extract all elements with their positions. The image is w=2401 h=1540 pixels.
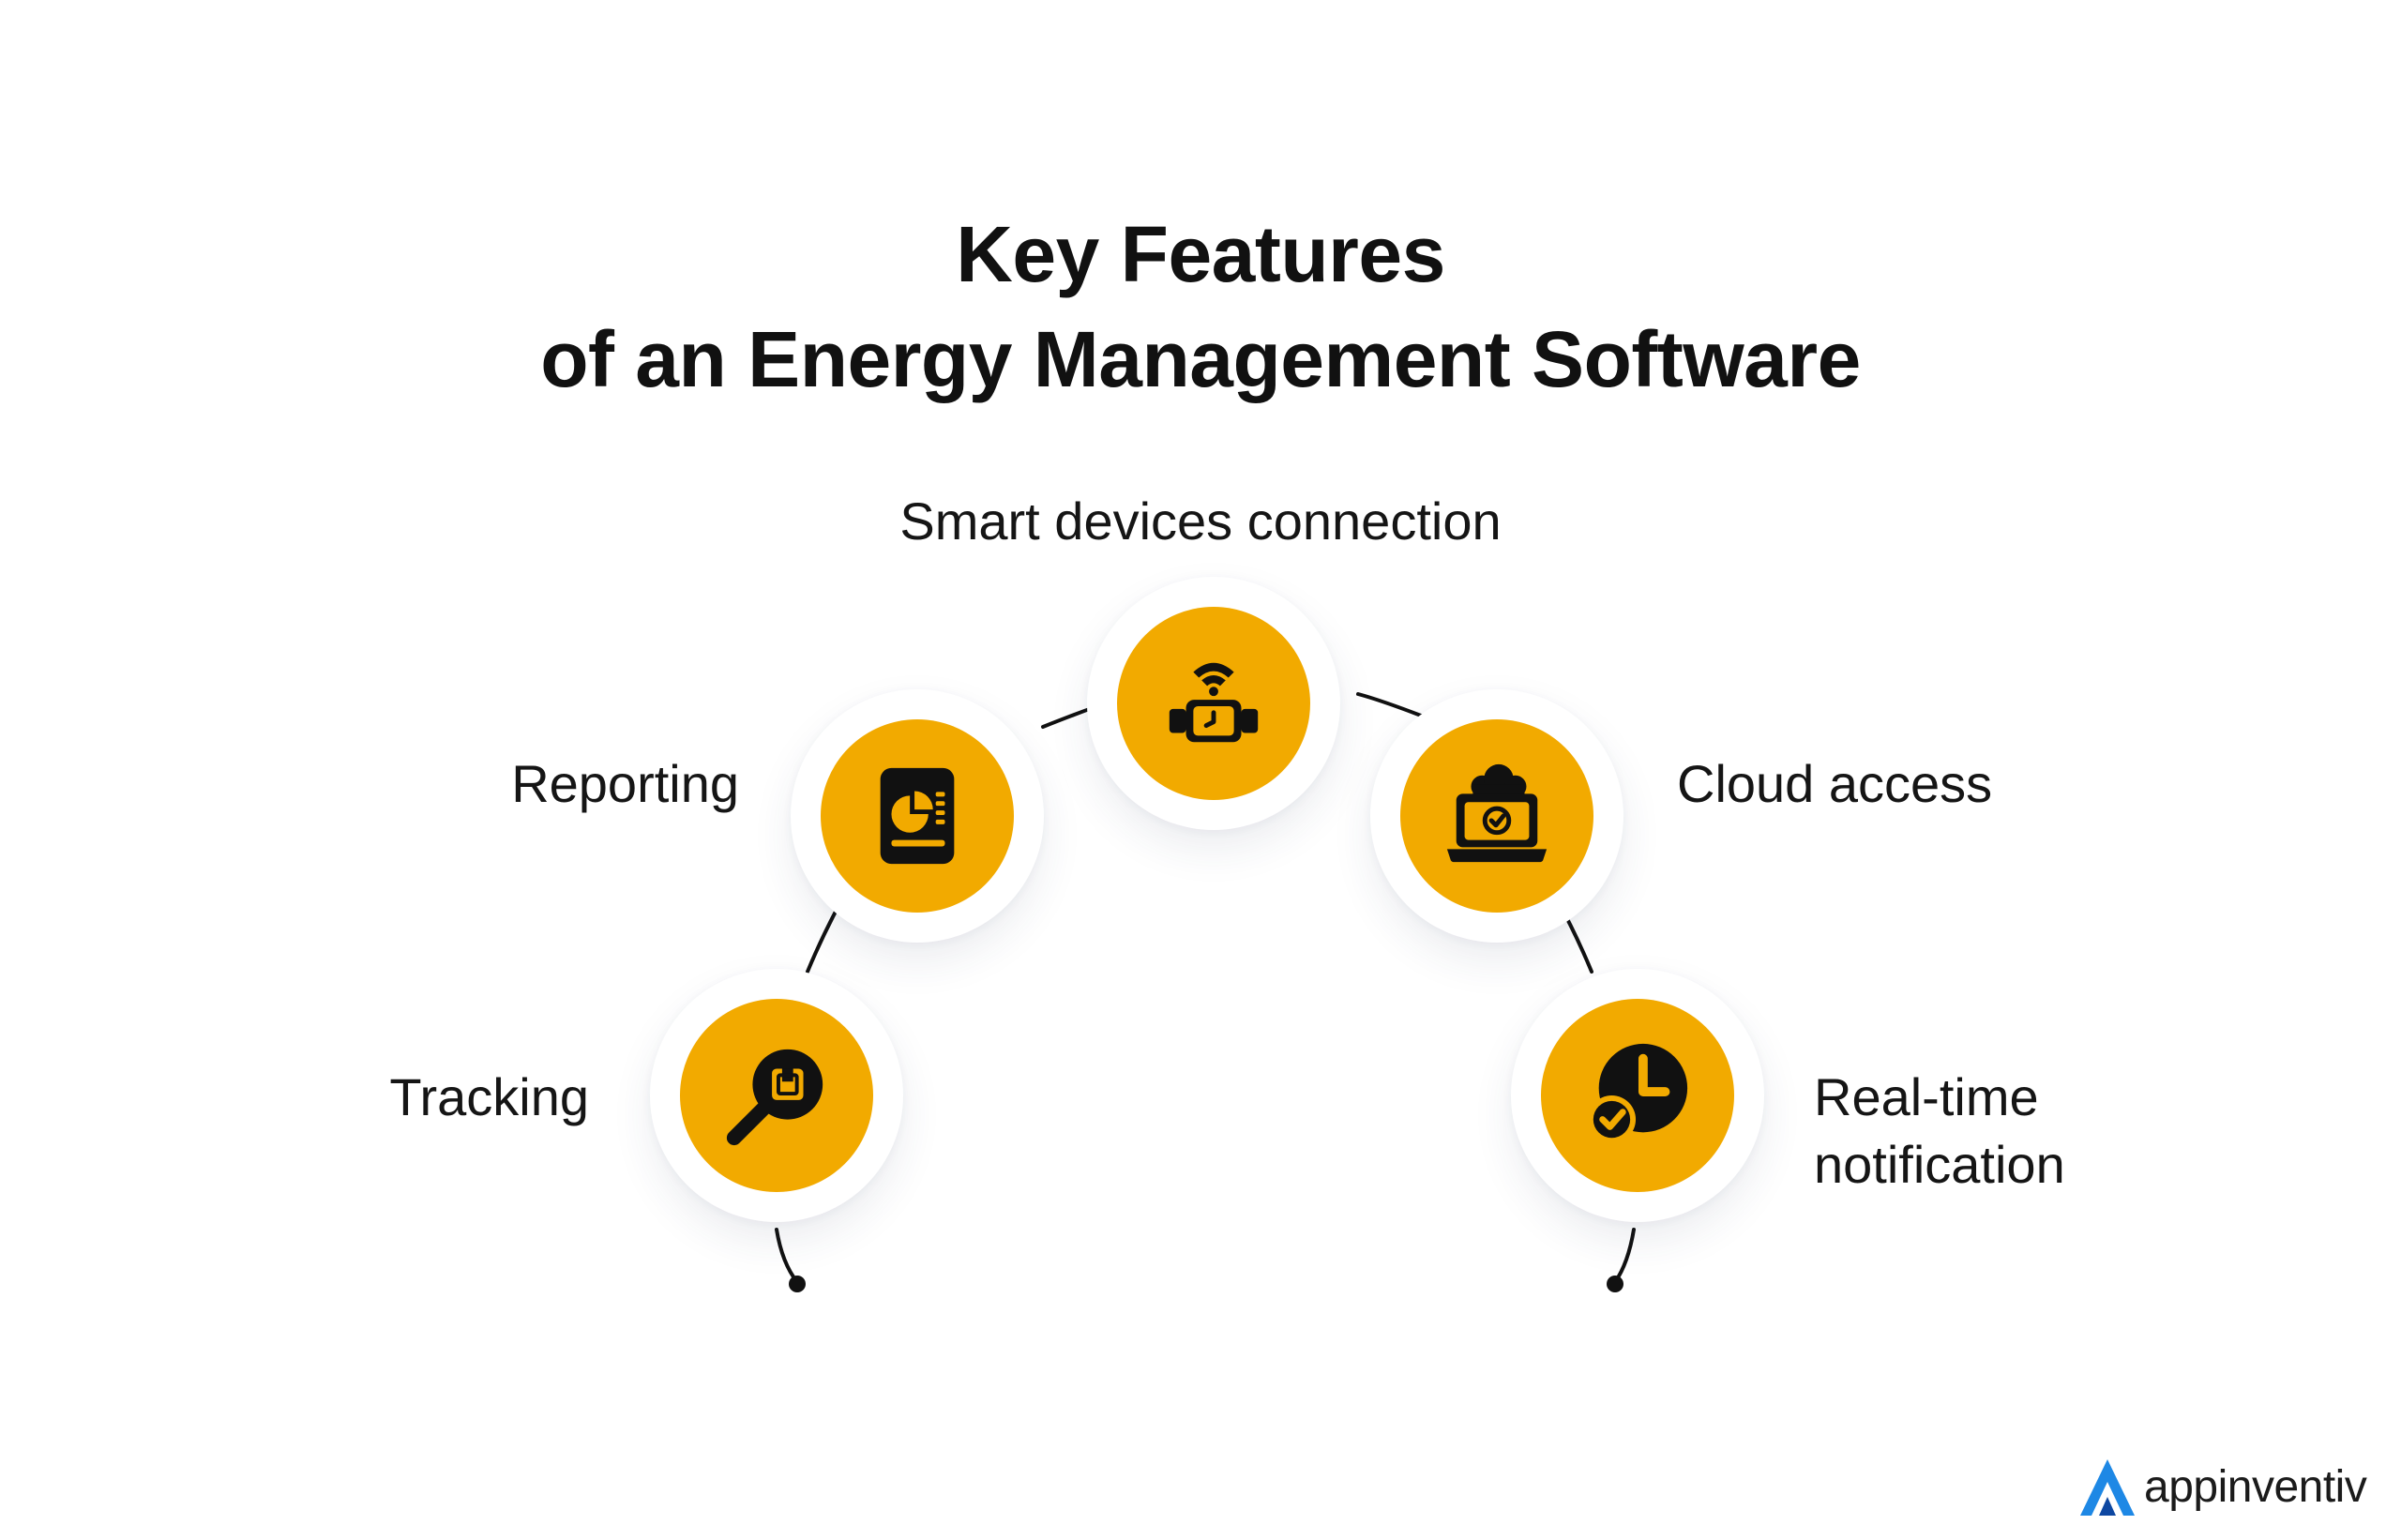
feature-node-tracking <box>650 969 903 1222</box>
arc-end-dot-right <box>1607 1276 1623 1292</box>
magnifier-box-icon <box>726 1049 823 1146</box>
feature-node-fill <box>1117 607 1310 800</box>
clock-check-icon <box>1587 1043 1688 1144</box>
label-tracking: Tracking <box>389 1067 589 1126</box>
feature-node-smart-devices <box>1087 577 1340 830</box>
arc-end-dot-left <box>789 1276 806 1292</box>
title-line-1: Key Features <box>956 210 1445 298</box>
feature-node-fill <box>821 719 1014 913</box>
label-realtime-line-2: notification <box>1814 1135 2065 1194</box>
feature-node-cloud-access <box>1370 689 1623 943</box>
arc-segment-left-bottom <box>775 1228 799 1284</box>
cloud-laptop-icon <box>1446 763 1548 863</box>
smartwatch-wifi-icon <box>1169 662 1259 743</box>
label-cloud-access: Cloud access <box>1677 754 1993 813</box>
feature-node-reporting <box>791 689 1044 943</box>
feature-node-fill <box>680 999 873 1192</box>
label-reporting: Reporting <box>511 754 739 813</box>
feature-node-fill <box>1400 719 1593 913</box>
report-chart-icon <box>880 767 955 865</box>
brand-logo: appinventiv <box>2075 1449 2367 1524</box>
label-realtime-notification: Real-time notification <box>1814 1064 2065 1199</box>
label-smart-devices: Smart devices connection <box>899 491 1502 551</box>
page-title: Key Features of an Energy Management Sof… <box>0 202 2401 412</box>
arc-segment-right-bottom <box>1613 1228 1636 1284</box>
label-realtime-line-1: Real-time <box>1814 1067 2039 1126</box>
brand-name: appinventiv <box>2144 1461 2367 1512</box>
feature-node-realtime-notification <box>1511 969 1764 1222</box>
title-line-2: of an Energy Management Software <box>540 315 1861 403</box>
feature-node-fill <box>1541 999 1734 1192</box>
appinventiv-logo-icon <box>2080 1459 2135 1516</box>
